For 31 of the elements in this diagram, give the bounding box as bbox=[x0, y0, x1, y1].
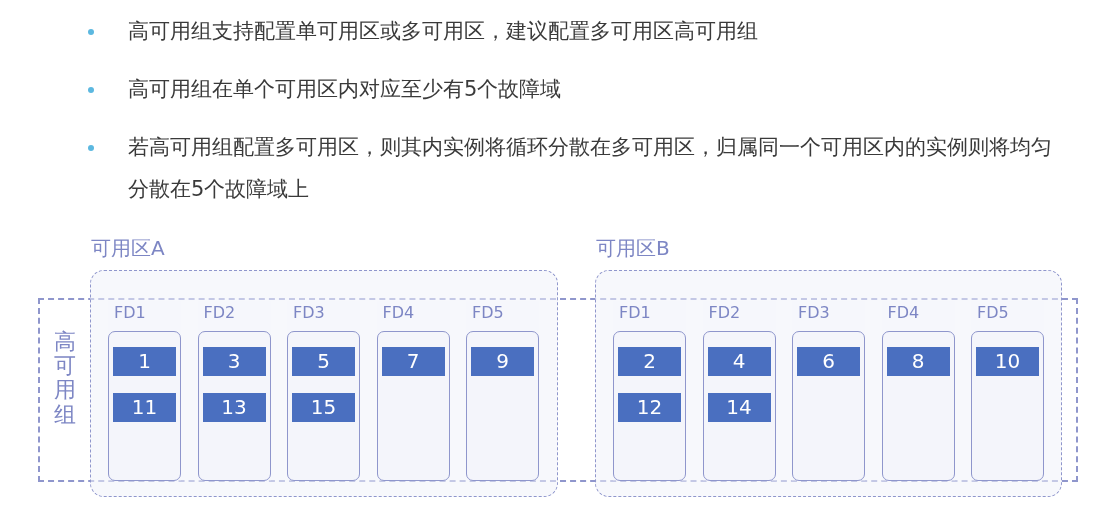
fault-domain-label: FD2 bbox=[203, 303, 236, 322]
instance-box: 4 bbox=[707, 347, 771, 376]
instance-box: 6 bbox=[797, 347, 860, 376]
fault-domain-label: FD3 bbox=[293, 303, 325, 322]
instance-box: 5 bbox=[292, 347, 355, 376]
fault-domain-label: FD1 bbox=[114, 303, 146, 322]
instance-box: 2 bbox=[618, 347, 681, 376]
bullet-text: 高可用组支持配置单可用区或多可用区，建议配置多可用区高可用组 bbox=[128, 18, 759, 45]
bullet-text: 高可用组在单个可用区内对应至少有5个故障域 bbox=[128, 76, 563, 103]
instance-box: 12 bbox=[618, 393, 681, 422]
fault-domain-label: FD2 bbox=[708, 303, 741, 322]
zone-title: 可用区B bbox=[596, 235, 670, 262]
instance-box: 9 bbox=[471, 347, 534, 376]
fault-domain-label: FD4 bbox=[382, 303, 415, 322]
fault-domain-label: FD3 bbox=[798, 303, 830, 322]
instance-box: 14 bbox=[707, 393, 771, 422]
instance-box: 7 bbox=[381, 347, 445, 376]
fault-domain-label: FD1 bbox=[619, 303, 651, 322]
zone-title: 可用区A bbox=[91, 235, 165, 262]
instance-box: 13 bbox=[202, 393, 266, 422]
instance-box: 11 bbox=[113, 393, 176, 422]
instance-box: 10 bbox=[976, 347, 1039, 376]
bullet-text: 若高可用组配置多可用区，则其内实例将循环分散在多可用区，归属同一个可用区内的实例则将均匀分散在5个故障域上 bbox=[128, 134, 1053, 203]
instance-box: 15 bbox=[292, 393, 355, 422]
fault-domain-label: FD5 bbox=[472, 303, 504, 322]
instance-box: 8 bbox=[886, 347, 950, 376]
instance-box: 1 bbox=[113, 347, 176, 376]
fault-domain-label: FD4 bbox=[887, 303, 920, 322]
instance-box: 3 bbox=[202, 347, 266, 376]
fault-domain-label: FD5 bbox=[977, 303, 1009, 322]
group-label: 高可用组 bbox=[54, 330, 76, 427]
